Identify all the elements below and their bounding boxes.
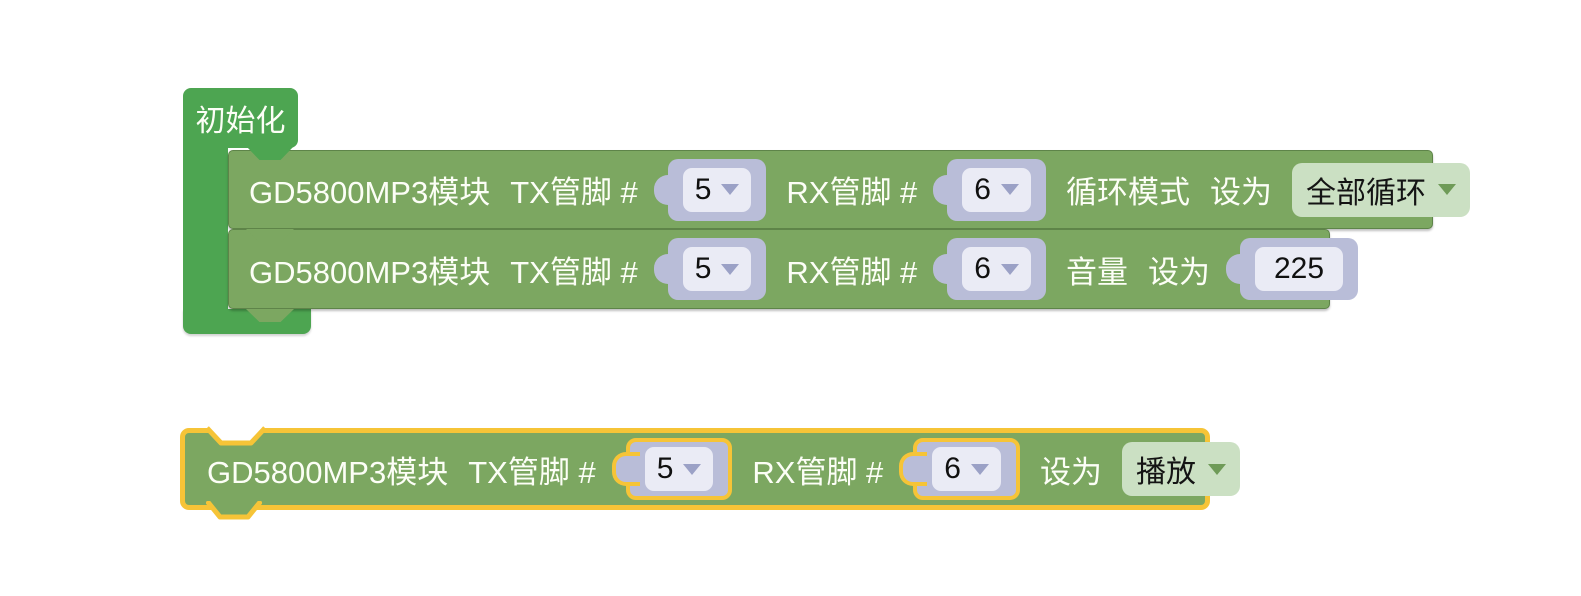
puzzle-tab-icon bbox=[1225, 254, 1250, 284]
selected-block-bottom-bump bbox=[206, 501, 262, 520]
module-label: GD5800MP3模块 bbox=[249, 254, 491, 290]
volume-value: 225 bbox=[1273, 252, 1325, 285]
action-dropdown[interactable]: 播放 bbox=[1121, 442, 1240, 496]
rx-pin-label: RX管脚 # bbox=[752, 454, 884, 490]
puzzle-tab-icon bbox=[653, 254, 678, 284]
dropdown-arrow-icon bbox=[1000, 184, 1019, 195]
tx-pin-dropdown[interactable]: 5 bbox=[611, 438, 733, 500]
mp3-init-loop-block[interactable]: GD5800MP3模块 TX管脚 # 5 RX管脚 # 6 循环模式 设为 全部… bbox=[228, 150, 1470, 229]
tx-pin-value: 5 bbox=[656, 452, 674, 485]
init-hat-label: 初始化 bbox=[195, 105, 286, 138]
rx-pin-dropdown[interactable]: 6 bbox=[899, 438, 1020, 500]
dropdown-arrow-icon bbox=[721, 263, 740, 275]
mp3-play-block[interactable]: GD5800MP3模块 TX管脚 # 5 RX管脚 # 6 设为 播放 bbox=[180, 428, 1240, 510]
hat-connector-bump bbox=[246, 146, 294, 160]
tx-pin-label: TX管脚 # bbox=[510, 175, 638, 210]
loop-mode-value: 全部循环 bbox=[1305, 176, 1426, 210]
block-connector-bump bbox=[246, 229, 294, 242]
puzzle-tab-icon bbox=[933, 174, 958, 205]
dropdown-arrow-icon bbox=[1207, 463, 1226, 475]
set-to-label: 设为 bbox=[1039, 454, 1102, 490]
puzzle-tab-icon bbox=[653, 174, 678, 205]
tx-pin-label: TX管脚 # bbox=[510, 254, 638, 290]
selected-block-top-notch bbox=[206, 426, 266, 446]
rx-pin-label: RX管脚 # bbox=[786, 175, 918, 210]
block-connector-bump bbox=[246, 309, 294, 322]
dropdown-arrow-icon bbox=[721, 184, 740, 195]
tx-pin-value: 5 bbox=[694, 172, 712, 206]
volume-input[interactable]: 225 bbox=[1225, 238, 1358, 300]
rx-pin-value: 6 bbox=[974, 252, 991, 285]
loop-mode-label: 循环模式 bbox=[1065, 175, 1190, 210]
tx-pin-dropdown[interactable]: 5 bbox=[653, 238, 767, 300]
mp3-init-volume-block[interactable]: GD5800MP3模块 TX管脚 # 5 RX管脚 # 6 音量 设为 225 bbox=[228, 229, 1358, 309]
dropdown-arrow-icon bbox=[970, 463, 989, 475]
module-label: GD5800MP3模块 bbox=[207, 454, 449, 490]
module-label: GD5800MP3模块 bbox=[249, 175, 491, 210]
tx-pin-dropdown[interactable]: 5 bbox=[653, 158, 767, 221]
rx-pin-dropdown[interactable]: 6 bbox=[933, 238, 1046, 300]
dropdown-arrow-icon bbox=[683, 463, 702, 475]
puzzle-tab-icon bbox=[611, 452, 640, 486]
init-hat-block[interactable]: 初始化 bbox=[183, 88, 298, 148]
set-to-label: 设为 bbox=[1147, 254, 1210, 290]
tx-pin-label: TX管脚 # bbox=[468, 454, 596, 490]
loop-mode-dropdown[interactable]: 全部循环 bbox=[1291, 162, 1470, 217]
puzzle-tab-icon bbox=[899, 452, 928, 486]
tx-pin-value: 5 bbox=[694, 252, 712, 285]
init-hat-spine[interactable] bbox=[183, 146, 228, 312]
action-value: 播放 bbox=[1135, 456, 1196, 489]
set-to-label: 设为 bbox=[1209, 175, 1272, 210]
init-hat-foot[interactable] bbox=[183, 309, 311, 334]
rx-pin-value: 6 bbox=[974, 172, 991, 206]
dropdown-arrow-icon bbox=[1000, 263, 1019, 275]
rx-pin-dropdown[interactable]: 6 bbox=[933, 158, 1046, 221]
volume-label: 音量 bbox=[1065, 254, 1128, 290]
puzzle-tab-icon bbox=[933, 254, 958, 284]
rx-pin-value: 6 bbox=[944, 452, 961, 485]
dropdown-arrow-icon bbox=[1437, 184, 1456, 195]
rx-pin-label: RX管脚 # bbox=[786, 254, 918, 290]
